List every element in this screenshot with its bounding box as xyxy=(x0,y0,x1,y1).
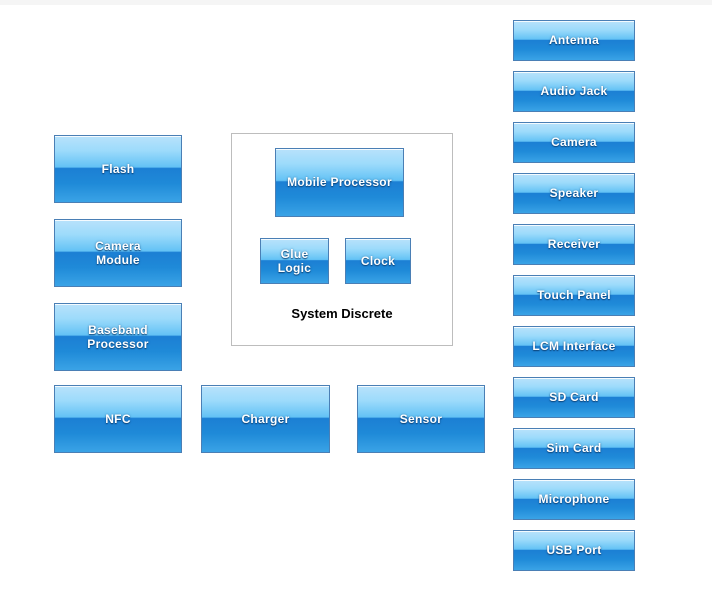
top-edge-strip xyxy=(0,0,712,5)
block-audio-jack[interactable]: Audio Jack xyxy=(513,71,635,112)
block-label: Sim Card xyxy=(546,441,602,456)
block-label: SD Card xyxy=(549,390,599,405)
block-microphone[interactable]: Microphone xyxy=(513,479,635,520)
block-sd-card[interactable]: SD Card xyxy=(513,377,635,418)
system-discrete-group xyxy=(231,133,453,346)
block-clock[interactable]: Clock xyxy=(345,238,411,284)
block-nfc[interactable]: NFC xyxy=(54,385,182,453)
block-mobile-processor[interactable]: Mobile Processor xyxy=(275,148,404,217)
block-label: Receiver xyxy=(547,237,601,252)
block-label: Microphone xyxy=(538,492,610,507)
block-label: Camera xyxy=(551,135,597,150)
block-label: Sensor xyxy=(399,411,443,426)
system-discrete-caption: System Discrete xyxy=(291,306,393,321)
block-lcm-interface[interactable]: LCM Interface xyxy=(513,326,635,367)
block-sim-card[interactable]: Sim Card xyxy=(513,428,635,469)
block-flash[interactable]: Flash xyxy=(54,135,182,203)
block-label: Touch Panel xyxy=(537,288,611,303)
block-label: Speaker xyxy=(549,186,599,201)
block-label: LCM Interface xyxy=(532,339,616,354)
block-speaker[interactable]: Speaker xyxy=(513,173,635,214)
block-label: Charger xyxy=(241,411,290,426)
block-receiver[interactable]: Receiver xyxy=(513,224,635,265)
block-antenna[interactable]: Antenna xyxy=(513,20,635,61)
block-label: Mobile Processor xyxy=(287,175,392,190)
block-charger[interactable]: Charger xyxy=(201,385,330,453)
block-label: NFC xyxy=(105,411,131,426)
block-label: Audio Jack xyxy=(540,84,608,99)
block-label: Antenna xyxy=(548,33,600,48)
block-sensor[interactable]: Sensor xyxy=(357,385,485,453)
block-label: Clock xyxy=(360,253,396,268)
block-usb-port[interactable]: USB Port xyxy=(513,530,635,571)
block-label: Flash xyxy=(101,161,135,176)
block-label: USB Port xyxy=(546,543,602,558)
block-camera[interactable]: Camera xyxy=(513,122,635,163)
block-touch-panel[interactable]: Touch Panel xyxy=(513,275,635,316)
